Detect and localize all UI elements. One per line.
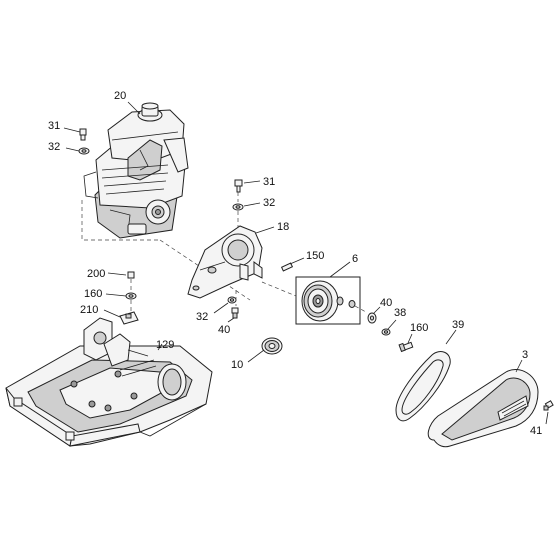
callout-3: 3 [522,349,528,361]
callout-10: 10 [231,359,243,371]
bolt-part-31-right [234,179,243,193]
washer-part-160-left [125,292,137,300]
key-part-150 [280,262,294,272]
washer-part-32-center [227,296,237,304]
callout-26: 39 [452,319,464,331]
engine-part-20 [81,102,251,301]
callout-32-center: 32 [196,311,208,323]
belt-guard-part-3 [427,369,539,448]
callout-160-right: 38 [394,307,406,319]
washer-part-38 [367,312,377,324]
bolt-part-200 [127,271,135,279]
callout-39: 160 [410,322,428,334]
bolt-part-39 [398,341,414,353]
base-plate-part-129 [5,317,213,447]
clutch-assembly-part-6 [261,276,367,325]
callout-20: 20 [114,90,126,102]
bolt-part-40 [231,307,239,319]
callout-40: 40 [218,324,230,336]
callout-32-left: 32 [48,141,60,153]
callout-6: 6 [352,253,358,265]
washer-part-32-right [232,203,244,211]
callout-38: 40 [380,297,392,309]
washer-part-32-left [78,147,90,155]
bolt-part-31-left [79,128,87,141]
callout-150: 150 [306,250,324,262]
callout-210: 210 [80,304,98,316]
callout-18: 18 [277,221,289,233]
callout-160-left: 160 [84,288,102,300]
callout-129: 129 [156,339,174,351]
clutch-bracket-part-18 [187,225,263,299]
callout-41: 41 [530,425,542,437]
clamp-part-210 [119,311,139,325]
callout-32-right: 32 [263,197,275,209]
pulley-part-10 [261,337,283,355]
callout-31-left: 31 [48,120,60,132]
belt-part-26 [395,351,451,422]
callout-200: 200 [87,268,105,280]
callout-31-right: 31 [263,176,275,188]
washer-part-160-right [381,328,391,336]
bolt-part-41 [543,400,554,411]
